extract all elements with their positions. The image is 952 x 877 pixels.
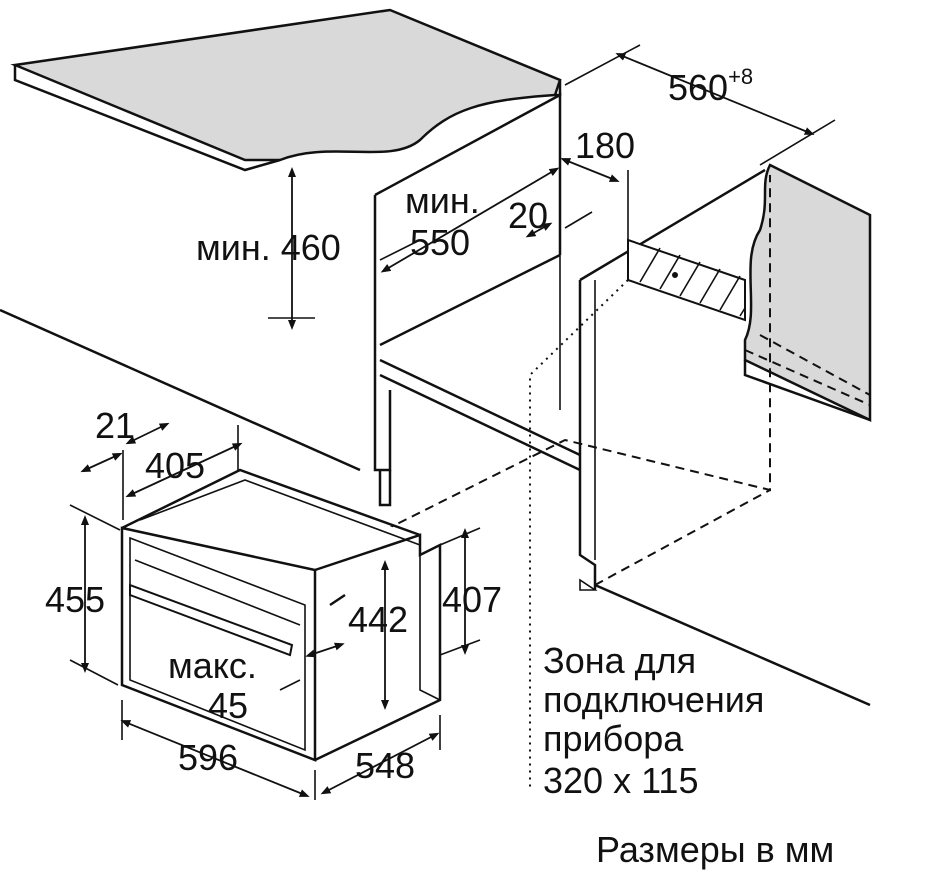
worktop-left [10,8,562,172]
label-min-prefix: мин. [405,180,480,221]
label-596: 596 [178,737,238,778]
zone-line-2: подключения [543,679,764,720]
label-180: 180 [575,125,635,166]
label-560: 560+8 [668,64,753,108]
label-548: 548 [355,745,415,786]
zone-line-4: 320 x 115 [543,760,698,801]
worktop-right [743,163,872,422]
label-405: 405 [145,445,205,486]
label-550: 550 [410,222,470,263]
label-442: 442 [348,599,408,640]
dim-20 [525,222,553,238]
label-455: 455 [45,579,105,620]
zone-line-3: прибора [543,718,684,759]
label-max-prefix: макс. [168,645,257,686]
oven-body [120,468,442,762]
zone-line-1: Зона для [543,640,696,681]
dim-21 [80,452,123,473]
dim-548 [320,732,440,795]
label-45: 45 [208,685,248,726]
dim-405 [125,442,243,498]
label-21: 21 [95,405,135,446]
units-caption: Размеры в мм [596,829,834,870]
connection-zone-label: Зона для подключения прибора 320 x 115 [543,640,764,801]
dim-596 [120,720,310,797]
dim-45 [305,642,345,658]
label-min-460: мин. 460 [196,227,341,268]
dim-560 [615,53,815,135]
cabinet-dashed-outline [384,175,871,586]
label-20: 20 [508,195,548,236]
connection-zone-hatch [529,238,746,790]
dim-180 [560,158,620,182]
label-407: 407 [442,579,502,620]
dim-550 [380,167,560,273]
